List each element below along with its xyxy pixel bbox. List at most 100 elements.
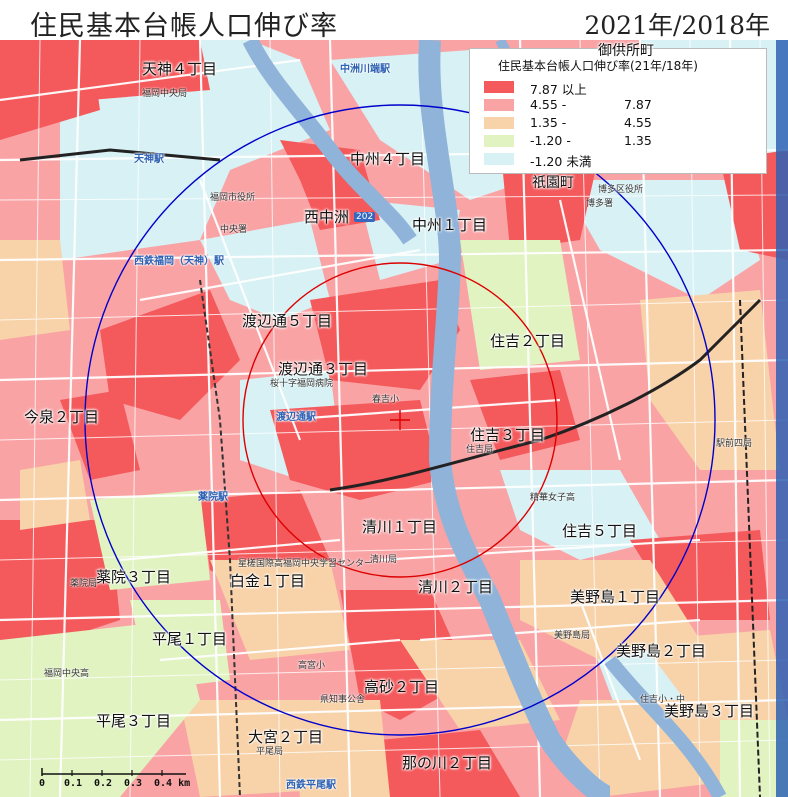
zone-minoshima-south: [560, 700, 740, 797]
station-label-nishitetsufukuoka[interactable]: 西鉄福岡（天神）駅: [134, 256, 224, 267]
zone-east: [720, 150, 788, 260]
area-label-minoshima3[interactable]: 美野島３丁目: [664, 702, 755, 720]
legend-low: 7.87 以上: [530, 82, 587, 97]
rail-east: [739, 299, 761, 797]
legend-low: -1.20 -: [530, 133, 571, 148]
area-label-minoshima2[interactable]: 美野島２丁目: [616, 642, 707, 660]
zone-tenjin4: [60, 40, 210, 100]
area-label-sumiyoshi2[interactable]: 住吉２丁目: [490, 332, 566, 350]
area-label-imaizumi2[interactable]: 今泉２丁目: [24, 408, 100, 426]
area-label-omiya2[interactable]: 大宮２丁目: [248, 728, 324, 746]
area-label-hirao1[interactable]: 平尾１丁目: [152, 630, 228, 648]
scale-bar-graphic: [41, 768, 186, 776]
station-label-watanabedori[interactable]: 渡辺通駅: [276, 412, 316, 423]
area-label-gofukumachi[interactable]: 御供所町: [598, 43, 654, 59]
scale-bar: 0 0.1 0.2 0.3 0.4 km: [36, 768, 196, 794]
area-label-nakasu4[interactable]: 中州４丁目: [350, 150, 426, 168]
naka-river-west: [242, 36, 417, 245]
area-label-kiyokawa1[interactable]: 清川１丁目: [362, 518, 438, 536]
area-label-shirogane1[interactable]: 白金１丁目: [230, 572, 306, 590]
legend-box: 住民基本台帳人口伸び率(21年/18年) 7.87 以上 4.55 - 7.87…: [469, 48, 767, 174]
area-label-yakuin3[interactable]: 薬院３丁目: [96, 568, 172, 586]
legend-row: 7.87 以上: [484, 79, 754, 97]
legend-swatch: [484, 135, 514, 147]
area-label-tenjin4[interactable]: 天神４丁目: [142, 60, 218, 78]
poi-label: 住吉小・中: [640, 695, 686, 705]
radius-circle-outer: [84, 104, 716, 736]
rail-nishitetsu: [199, 279, 241, 797]
legend-low: 4.55 -: [530, 97, 567, 112]
poi-label: 福岡中央高: [44, 669, 90, 679]
legend-low: 1.35 -: [530, 115, 567, 130]
poi-label: 精華女子高: [530, 493, 576, 503]
scale-label: 0.1: [64, 778, 83, 789]
zone-haruyoshi: [270, 400, 440, 500]
legend-high: 7.87: [624, 97, 652, 112]
zone-southeast: [720, 720, 788, 797]
road-network: [0, 39, 788, 797]
area-label-sumiyoshi3[interactable]: 住吉３丁目: [470, 426, 546, 444]
zone-minoshima2: [640, 630, 788, 720]
map-period: 2021年/2018年: [584, 11, 770, 40]
road-shield-202: 202: [354, 212, 376, 222]
scale-label: 0: [39, 778, 46, 789]
frame-edge-right: [776, 40, 788, 797]
station-label-nakasukawabata[interactable]: 中洲川端駅: [340, 64, 390, 75]
area-label-kiyokawa2[interactable]: 清川２丁目: [418, 578, 494, 596]
area-label-gionmachi[interactable]: 祇園町: [532, 175, 574, 191]
legend-row: -1.20 - 1.35: [484, 133, 754, 149]
poi-label: 星槎国際高福岡中央学習センター: [238, 559, 374, 569]
railways: [19, 148, 762, 797]
zone-west: [0, 240, 70, 340]
poi-label: 福岡中央局: [142, 89, 188, 99]
zone-shirogane-south: [210, 560, 350, 660]
legend-swatch: [484, 153, 514, 165]
legend-row: -1.20 未満: [484, 151, 754, 169]
zone-sumiyoshi3: [470, 370, 580, 460]
legend-swatch: [484, 99, 514, 111]
legend-title: 住民基本台帳人口伸び率(21年/18年): [498, 59, 698, 73]
poi-label: 博多区役所: [598, 185, 644, 195]
area-label-takasago2[interactable]: 高砂２丁目: [364, 678, 440, 696]
area-label-nanokawa2[interactable]: 那の川２丁目: [402, 754, 493, 772]
zone-east-south: [630, 530, 770, 620]
area-label-hirao3[interactable]: 平尾３丁目: [96, 712, 172, 730]
map-title: 住民基本台帳人口伸び率: [30, 11, 338, 42]
station-label-tenjin[interactable]: 天神駅: [134, 154, 164, 165]
scale-label: 0.3: [124, 778, 143, 789]
legend-row: 1.35 - 4.55: [484, 115, 754, 131]
legend-swatch: [484, 81, 514, 93]
zone-yakuin-west: [0, 520, 120, 660]
poi-label: 住吉局: [466, 445, 494, 455]
area-label-sumiyoshi5[interactable]: 住吉５丁目: [562, 522, 638, 540]
poi-label: 春吉小: [372, 395, 400, 405]
rail-tenjin: [19, 148, 221, 162]
poi-label: 高宮小: [298, 661, 326, 671]
station-label-nishitetsuhirao[interactable]: 西鉄平尾駅: [286, 780, 336, 791]
minor-streets: [0, 39, 788, 797]
poi-label: 桜十字福岡病院: [270, 379, 334, 389]
area-label-nakasu1[interactable]: 中州１丁目: [412, 216, 488, 234]
title-bar: [0, 0, 788, 40]
zone-sumiyoshi2: [460, 240, 580, 370]
zone-omiya: [180, 700, 320, 797]
zone-watanabe3: [310, 280, 460, 390]
poi-label: 県知事公舎: [320, 695, 366, 705]
zone-watanabe5: [200, 220, 330, 320]
zone-ekimae: [640, 290, 780, 470]
area-label-minoshima1[interactable]: 美野島１丁目: [570, 588, 661, 606]
zone-imaizumi: [60, 390, 140, 480]
area-label-watanabedori3[interactable]: 渡辺通３丁目: [278, 360, 369, 378]
radius-circle-inner: [242, 262, 558, 578]
zone-nishinakasu: [280, 140, 380, 230]
poi-label: 博多署: [586, 199, 614, 209]
area-label-watanabedori5[interactable]: 渡辺通５丁目: [242, 312, 333, 330]
station-label-yakuin[interactable]: 薬院駅: [198, 492, 228, 503]
area-label-nishinakasu[interactable]: 西中洲: [304, 208, 350, 226]
poi-label: 薬院局: [70, 579, 98, 589]
poi-label: 清川局: [370, 555, 398, 565]
poi-label: 福岡市役所: [210, 193, 256, 203]
zone-nanokawa-south: [380, 730, 520, 797]
poi-label: 平尾局: [256, 747, 284, 757]
